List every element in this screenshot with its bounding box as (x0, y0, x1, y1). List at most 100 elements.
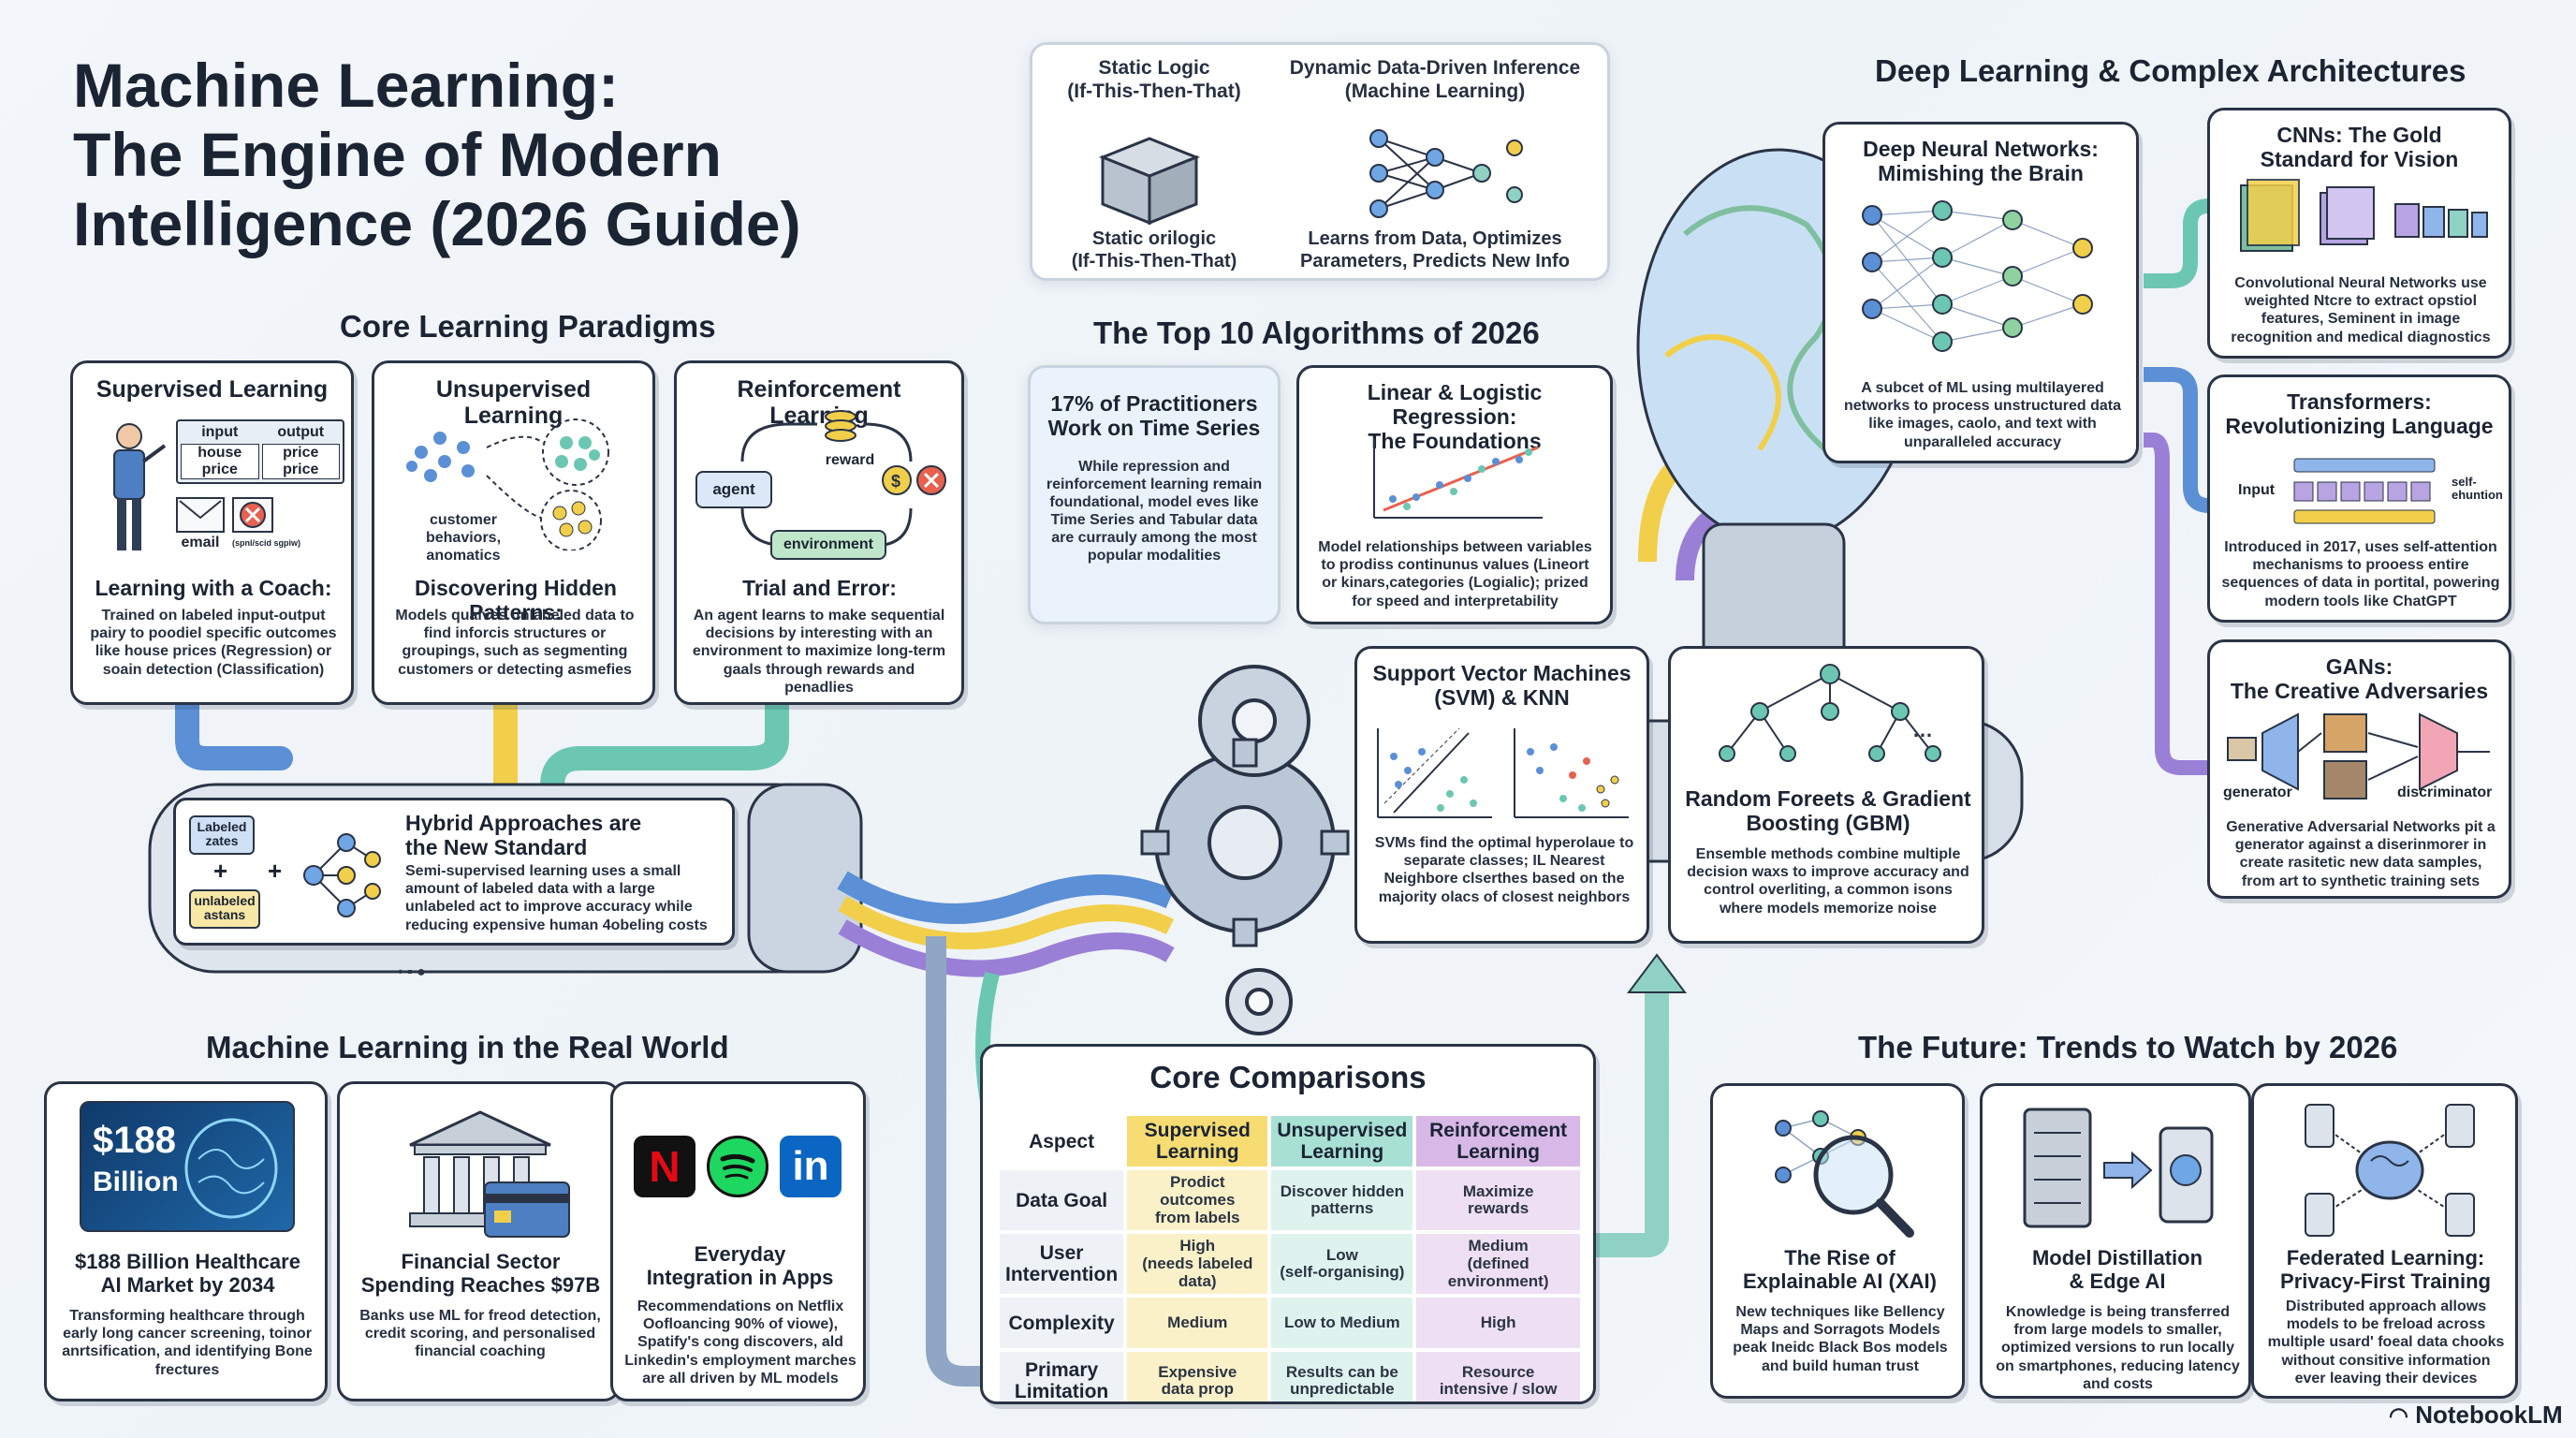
tube-indicator-icon: • ▪ ● (398, 964, 426, 980)
unlabeled-data-box: unlabeled astans (189, 889, 260, 929)
dynamic-inference-heading: Dynamic Data-Driven Inference (Machine L… (1289, 57, 1581, 103)
deep-section-title: Deep Learning & Complex Architectures (1875, 53, 2466, 88)
distillation-body: Knowledge is being transferred from larg… (1996, 1304, 2240, 1392)
federated-card: Federated Learning: Privacy-First Traini… (2251, 1083, 2518, 1399)
netflix-logo-icon: N (634, 1136, 695, 1197)
table-row: User Intervention High (needs labeled da… (1000, 1234, 1580, 1295)
healthcare-badge: $188 Billion (80, 1101, 295, 1232)
deep-network-icon (1862, 200, 2093, 352)
magnifier-network-icon (1775, 1110, 1914, 1238)
xai-body: New techniques like Bellency Maps and So… (1733, 1304, 1948, 1374)
linkedin-logo-icon: in (780, 1136, 842, 1197)
healthcare-title: $188 Billion Healthcare AI Market by 203… (75, 1250, 300, 1297)
dnn-body: A subcet of ML using multilayered networ… (1843, 380, 2122, 450)
federated-body: Distributed approach allows models to be… (2267, 1299, 2505, 1387)
reinforcement-body: An agent learns to make sequential decis… (692, 608, 946, 696)
transformers-title: Transformers: Revolutionizing Language (2225, 389, 2494, 438)
comparisons-card: Core Comparisons Aspect Supervised Learn… (980, 1044, 1596, 1404)
transformer-input-label: Input (2238, 482, 2276, 498)
header-unsupervised: Unsupervised Learning (1271, 1116, 1413, 1167)
algorithms-section-title: The Top 10 Algorithms of 2026 (1093, 315, 1540, 350)
diagram-input-label: input (201, 424, 239, 440)
dnn-card: Deep Neural Networks: Mimishing the Brai… (1822, 122, 2139, 463)
spotify-logo-icon (707, 1136, 768, 1197)
header-reinforcement: Reinforcement Learning (1416, 1116, 1580, 1167)
plus-icon: + (213, 857, 228, 885)
clusters-icon (406, 418, 609, 550)
supervised-diagram: input output house price price price ema… (176, 419, 344, 551)
distillation-title: Model Distillation & Edge AI (2031, 1246, 2203, 1293)
comparisons-table: Aspect Supervised Learning Unsupervised … (996, 1112, 1584, 1401)
apps-card: N in Everyday Integration in Apps Recomm… (610, 1081, 866, 1401)
row-aspect: User Intervention (1000, 1234, 1124, 1295)
labeled-data-box: Labeled zates (189, 815, 255, 855)
gans-body: Generative Adversarial Networks pit a ge… (2226, 819, 2496, 889)
cnn-body: Convolutional Neural Networks use weight… (2231, 275, 2491, 345)
bank-card-icon (409, 1110, 570, 1238)
xai-title: The Rise of Explainable AI (XAI) (1742, 1246, 1937, 1293)
email-icon (176, 497, 225, 533)
table-row: Data Goal Prodict outcomes from labels D… (1000, 1170, 1580, 1231)
gan-diagram-icon (2227, 712, 2490, 800)
main-title-line-2: The Engine of Modern (73, 119, 722, 189)
unsupervised-learning-card: Unsupervised Learning customer behaviors… (372, 360, 655, 705)
real-world-section-title: Machine Learning in the Real World (206, 1030, 729, 1064)
box-icon (1098, 137, 1201, 226)
notebooklm-label: NotebookLM (2415, 1401, 2563, 1429)
healthcare-card: $188 Billion $188 Billion Healthcare AI … (44, 1081, 328, 1401)
forests-body: Ensemble methods combine multiple decisi… (1687, 846, 1969, 917)
regression-plot-icon (1373, 438, 1543, 519)
generator-label: generator (2223, 785, 2292, 800)
federated-network-icon (2305, 1104, 2475, 1237)
svm-card: Support Vector Machines (SVM) & KNN SVMs… (1354, 646, 1649, 944)
plus-icon-2: + (268, 857, 283, 885)
main-title-line-3: Intelligence (2026 Guide) (73, 188, 801, 258)
row-cell: High (1416, 1298, 1580, 1349)
healthcare-body: Transforming healthcare through early lo… (62, 1308, 313, 1378)
decision-trees-icon: … (1719, 664, 1941, 762)
dnn-title: Deep Neural Networks: Mimishing the Brai… (1863, 137, 2099, 185)
row-cell: Results can be unpredictable (1271, 1352, 1413, 1401)
row-cell: Resource intensive / slow (1416, 1352, 1580, 1401)
row-cell: Prodict outcomes from labels (1127, 1170, 1268, 1231)
hybrid-title: Hybrid Approaches are the New Standard (405, 811, 642, 859)
transformers-card: Transformers: Revolutionizing Language I… (2207, 374, 2511, 623)
reward-label: reward (825, 452, 875, 468)
diagram-email-label: email (181, 535, 220, 550)
table-row: Complexity Medium Low to Medium High (1000, 1298, 1580, 1349)
regression-card: Linear & Logistic Regression: The Founda… (1296, 365, 1613, 624)
header-supervised: Supervised Learning (1127, 1116, 1268, 1167)
transformers-body: Introduced in 2017, uses self-attention … (2221, 539, 2500, 609)
healthcare-badge-value: $188 (93, 1120, 176, 1161)
practitioners-title: 17% of Practitioners Work on Time Series (1047, 391, 1261, 440)
reinforcement-subtitle: Trial and Error: (742, 576, 897, 600)
cnn-card: CNNs: The Gold Standard for Vision Convo… (2207, 108, 2511, 359)
forests-card: … Random Foreets & Gradient Boosting (GB… (1668, 646, 1984, 944)
cnn-title: CNNs: The Gold Standard for Vision (2260, 123, 2459, 171)
row-cell: Maximize rewards (1416, 1170, 1580, 1231)
discriminator-label: discriminator (2397, 785, 2493, 800)
distillation-card: Model Distillation & Edge AI Knowledge i… (1980, 1083, 2251, 1399)
server-to-phone-icon (2023, 1108, 2214, 1228)
hybrid-body: Semi-supervised learning uses a small am… (405, 863, 708, 933)
supervised-body: Trained on labeled input-output pairy to… (90, 608, 337, 678)
paradigms-section-title: Core Learning Paradigms (340, 309, 716, 344)
row-cell: High (needs labeled data) (1127, 1234, 1268, 1295)
neural-net-icon (1369, 129, 1523, 218)
regression-body: Model relationships between variables to… (1318, 539, 1592, 609)
gear-large-icon (1154, 752, 1336, 933)
brain-scan-icon (184, 1118, 278, 1219)
reinforcement-learning-card: Reinforcement Learning $ agent reward en… (674, 360, 964, 705)
row-aspect: Primary Limitation (1000, 1352, 1124, 1401)
unsupervised-body: Models qualves unlabeled data to find in… (395, 608, 635, 678)
practitioners-card: 17% of Practitioners Work on Time Series… (1028, 365, 1281, 624)
diagram-spam-label: (spnl/scid sgpiw) (232, 538, 301, 548)
svm-body: SVMs find the optimal hyperolaue to sepa… (1374, 835, 1634, 905)
reject-icon (232, 497, 273, 533)
logic-comparison-card: Static Logic (If-This-Then-That) Static … (1030, 42, 1610, 281)
row-aspect: Data Goal (1000, 1170, 1124, 1231)
row-cell: Low (self-organising) (1271, 1234, 1413, 1295)
diagram-output-label: output (277, 424, 325, 440)
row-cell: Discover hidden patterns (1271, 1170, 1413, 1231)
healthcare-badge-unit: Billion (93, 1167, 179, 1197)
